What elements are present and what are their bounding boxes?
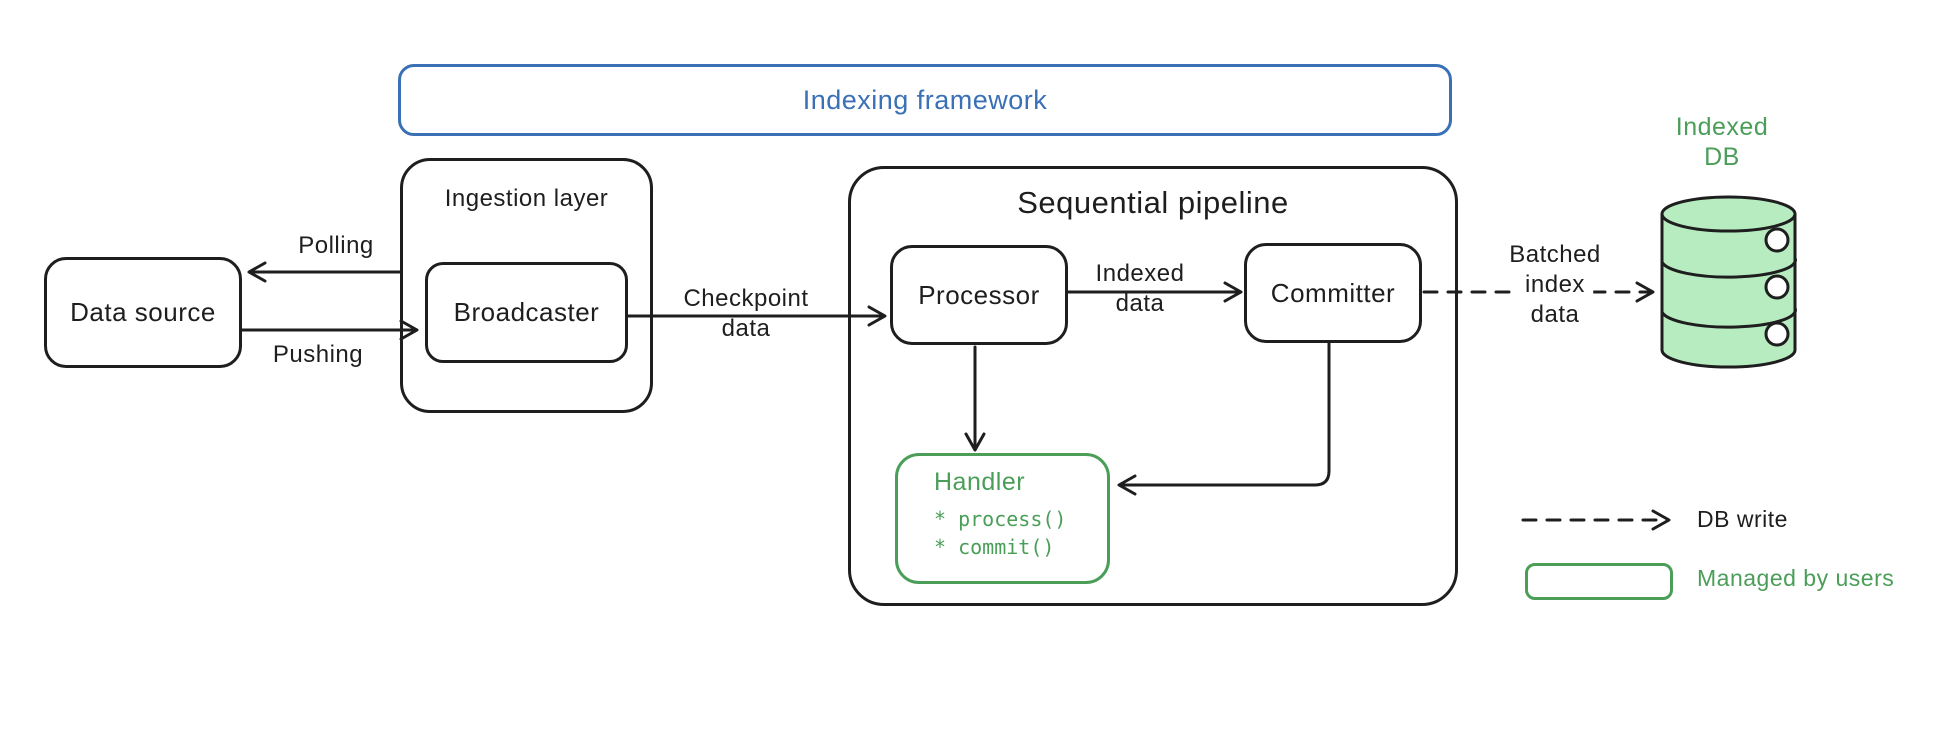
- polling-edge-label: Polling: [298, 232, 374, 259]
- batched-index-data-edge-label: Batched index data: [1509, 241, 1601, 328]
- handler-method-process: * process(): [934, 507, 1067, 531]
- indexed-db-label: Indexed DB: [1675, 113, 1769, 171]
- node-broadcaster: Broadcaster: [425, 262, 628, 363]
- node-processor: Processor: [890, 245, 1068, 345]
- db-cylinder-separator: [1660, 256, 1797, 279]
- node-handler: Handler * process() * commit(): [895, 453, 1110, 584]
- node-sequential-pipeline: Sequential pipeline: [848, 166, 1458, 606]
- handler-label: Handler: [934, 468, 1026, 496]
- db-cylinder-top: [1660, 195, 1797, 233]
- data-source-label: Data source: [70, 297, 216, 327]
- indexed-db-cylinder: [1660, 195, 1797, 369]
- db-cylinder-separator: [1660, 306, 1797, 329]
- db-disk-hole: [1764, 321, 1790, 347]
- node-ingestion-layer: Ingestion layer: [400, 158, 653, 413]
- ingestion-layer-label: Ingestion layer: [444, 185, 609, 212]
- sequential-pipeline-label: Sequential pipeline: [1017, 185, 1289, 220]
- indexing-framework-title: Indexing framework: [802, 84, 1048, 115]
- committer-label: Committer: [1270, 277, 1396, 308]
- node-data-source: Data source: [44, 257, 242, 368]
- committer-to-handler-arrow: [1117, 341, 1331, 496]
- checkpoint-data-edge-label: Checkpoint data: [683, 285, 809, 342]
- legend-managed-by-users-label: Managed by users: [1697, 565, 1895, 591]
- processor-label: Processor: [918, 279, 1040, 310]
- db-disk-hole: [1764, 227, 1790, 253]
- db-cylinder-body: [1660, 212, 1797, 369]
- indexed-data-edge-label: Indexed data: [1095, 260, 1185, 317]
- handler-method-commit: * commit(): [934, 535, 1055, 559]
- node-committer: Committer: [1244, 243, 1422, 343]
- broadcaster-label: Broadcaster: [453, 297, 600, 327]
- legend-managed-by-users-swatch: [1525, 563, 1673, 600]
- db-disk-hole: [1764, 274, 1790, 300]
- indexing-framework-frame: Indexing framework: [398, 64, 1452, 136]
- legend-db-write-label: DB write: [1697, 506, 1788, 532]
- pushing-edge-label: Pushing: [272, 341, 364, 368]
